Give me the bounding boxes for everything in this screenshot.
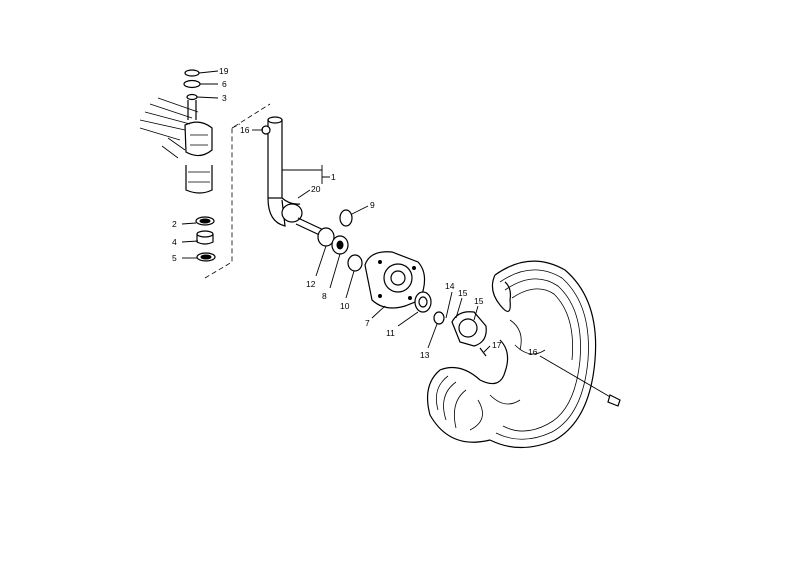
- label-7: 7: [365, 318, 370, 328]
- label-15-left: 15: [458, 288, 468, 298]
- label-16-lower: 16: [528, 347, 538, 357]
- stub-axle: [261, 116, 331, 239]
- label-2: 2: [172, 219, 177, 229]
- outer-bearing: [414, 291, 432, 313]
- wheel-tyre: [427, 260, 597, 449]
- axle-beam: [139, 97, 213, 159]
- washer: [339, 209, 353, 227]
- grouping-bracket: [204, 103, 271, 279]
- wheel-bolt: [539, 355, 621, 407]
- label-19: 19: [219, 66, 229, 76]
- wheel-hub: [364, 251, 426, 309]
- label-4: 4: [172, 237, 177, 247]
- label-9: 9: [370, 200, 375, 210]
- label-3: 3: [222, 93, 227, 103]
- label-1: 1: [331, 172, 336, 182]
- part-labels: 19 6 3 16 1 20 9 2 4 5 12 8 10 7 11 13 1…: [172, 66, 538, 360]
- inner-bearing: [317, 227, 349, 255]
- cotter-pin: [479, 347, 487, 357]
- seal: [347, 254, 363, 272]
- label-12: 12: [306, 279, 316, 289]
- dust-cap: [451, 311, 487, 347]
- label-11: 11: [386, 328, 395, 338]
- label-10: 10: [340, 301, 350, 311]
- label-6: 6: [222, 79, 227, 89]
- label-16-upper: 16: [240, 125, 250, 135]
- label-13: 13: [420, 350, 430, 360]
- label-14: 14: [445, 281, 455, 291]
- label-5: 5: [172, 253, 177, 263]
- label-8: 8: [322, 291, 327, 301]
- label-17: 17: [492, 340, 502, 350]
- leader-lines: [181, 70, 491, 353]
- king-pin-stack: [183, 69, 216, 262]
- label-20: 20: [311, 184, 321, 194]
- axle-nut: [433, 311, 445, 325]
- label-15-right: 15: [474, 296, 484, 306]
